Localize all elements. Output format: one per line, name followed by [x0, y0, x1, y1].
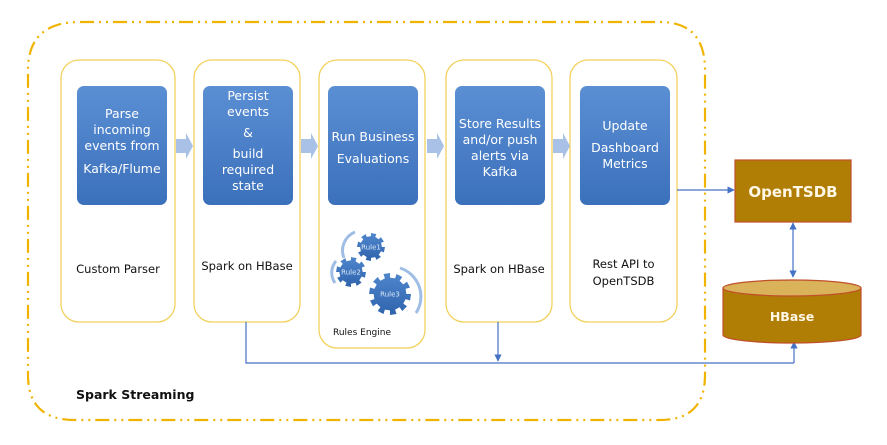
task-text-line: build — [233, 146, 264, 161]
stage-caption: OpenTSDB — [593, 274, 655, 288]
task-text-line: Dashboard — [591, 140, 659, 155]
task-text-line: and/or push — [463, 132, 538, 147]
task-text-line: state — [232, 178, 264, 193]
task-text-line: & — [243, 125, 253, 140]
flow-arrow-icon — [427, 133, 444, 159]
flow-arrow-icon — [176, 133, 193, 159]
rotation-arc-icon — [330, 260, 338, 284]
gear-icon — [369, 273, 411, 315]
stage-caption: Rules Engine — [333, 328, 391, 338]
rotation-arc-icon — [399, 266, 423, 314]
task-box — [203, 86, 293, 205]
stage-caption: Rest API to — [592, 257, 654, 271]
opentsdb-store: OpenTSDB — [734, 159, 852, 223]
task-box — [77, 86, 167, 205]
rotation-arc-icon — [341, 230, 356, 259]
flow-arrow-icon — [301, 133, 318, 159]
task-text-line: Persist — [227, 88, 268, 103]
task-text-line: Run Business — [331, 129, 414, 144]
task-text-line: Store Results — [459, 116, 541, 131]
task-text-line: events from — [84, 138, 159, 153]
task-text-line: incoming — [93, 122, 150, 137]
flow-arrow-icon — [553, 133, 570, 159]
task-box — [328, 86, 418, 205]
spark-streaming-label: Spark Streaming — [76, 387, 194, 402]
task-text-line: Kafka/Flume — [83, 161, 161, 176]
task-text-line: Parse — [105, 106, 139, 121]
hbase-store: HBase — [722, 279, 862, 344]
gear-icon — [357, 233, 385, 261]
gear-label: Rule3 — [380, 291, 400, 299]
task-text-line: alerts via — [471, 148, 529, 163]
stage-caption: Spark on HBase — [453, 262, 544, 276]
task-text-line: required — [222, 162, 274, 177]
task-text-line: Kafka — [483, 164, 518, 179]
task-text-line: events — [227, 104, 269, 119]
task-text-line: Update — [602, 118, 648, 133]
task-box — [455, 86, 545, 205]
gear-icon — [336, 257, 366, 287]
spark-streaming-frame — [26, 20, 707, 422]
stage-caption: Spark on HBase — [201, 259, 292, 273]
task-text-line: Metrics — [602, 156, 647, 171]
connectors — [245, 186, 798, 364]
hbase-label: HBase — [770, 309, 814, 324]
task-box — [580, 86, 670, 205]
opentsdb-label: OpenTSDB — [748, 183, 837, 201]
connector-persist-to-bus — [245, 322, 794, 364]
task-text-line: Evaluations — [337, 151, 409, 166]
stage-caption: Custom Parser — [76, 262, 160, 276]
gear-label: Rule1 — [361, 244, 381, 252]
gear-label: Rule2 — [341, 269, 361, 277]
